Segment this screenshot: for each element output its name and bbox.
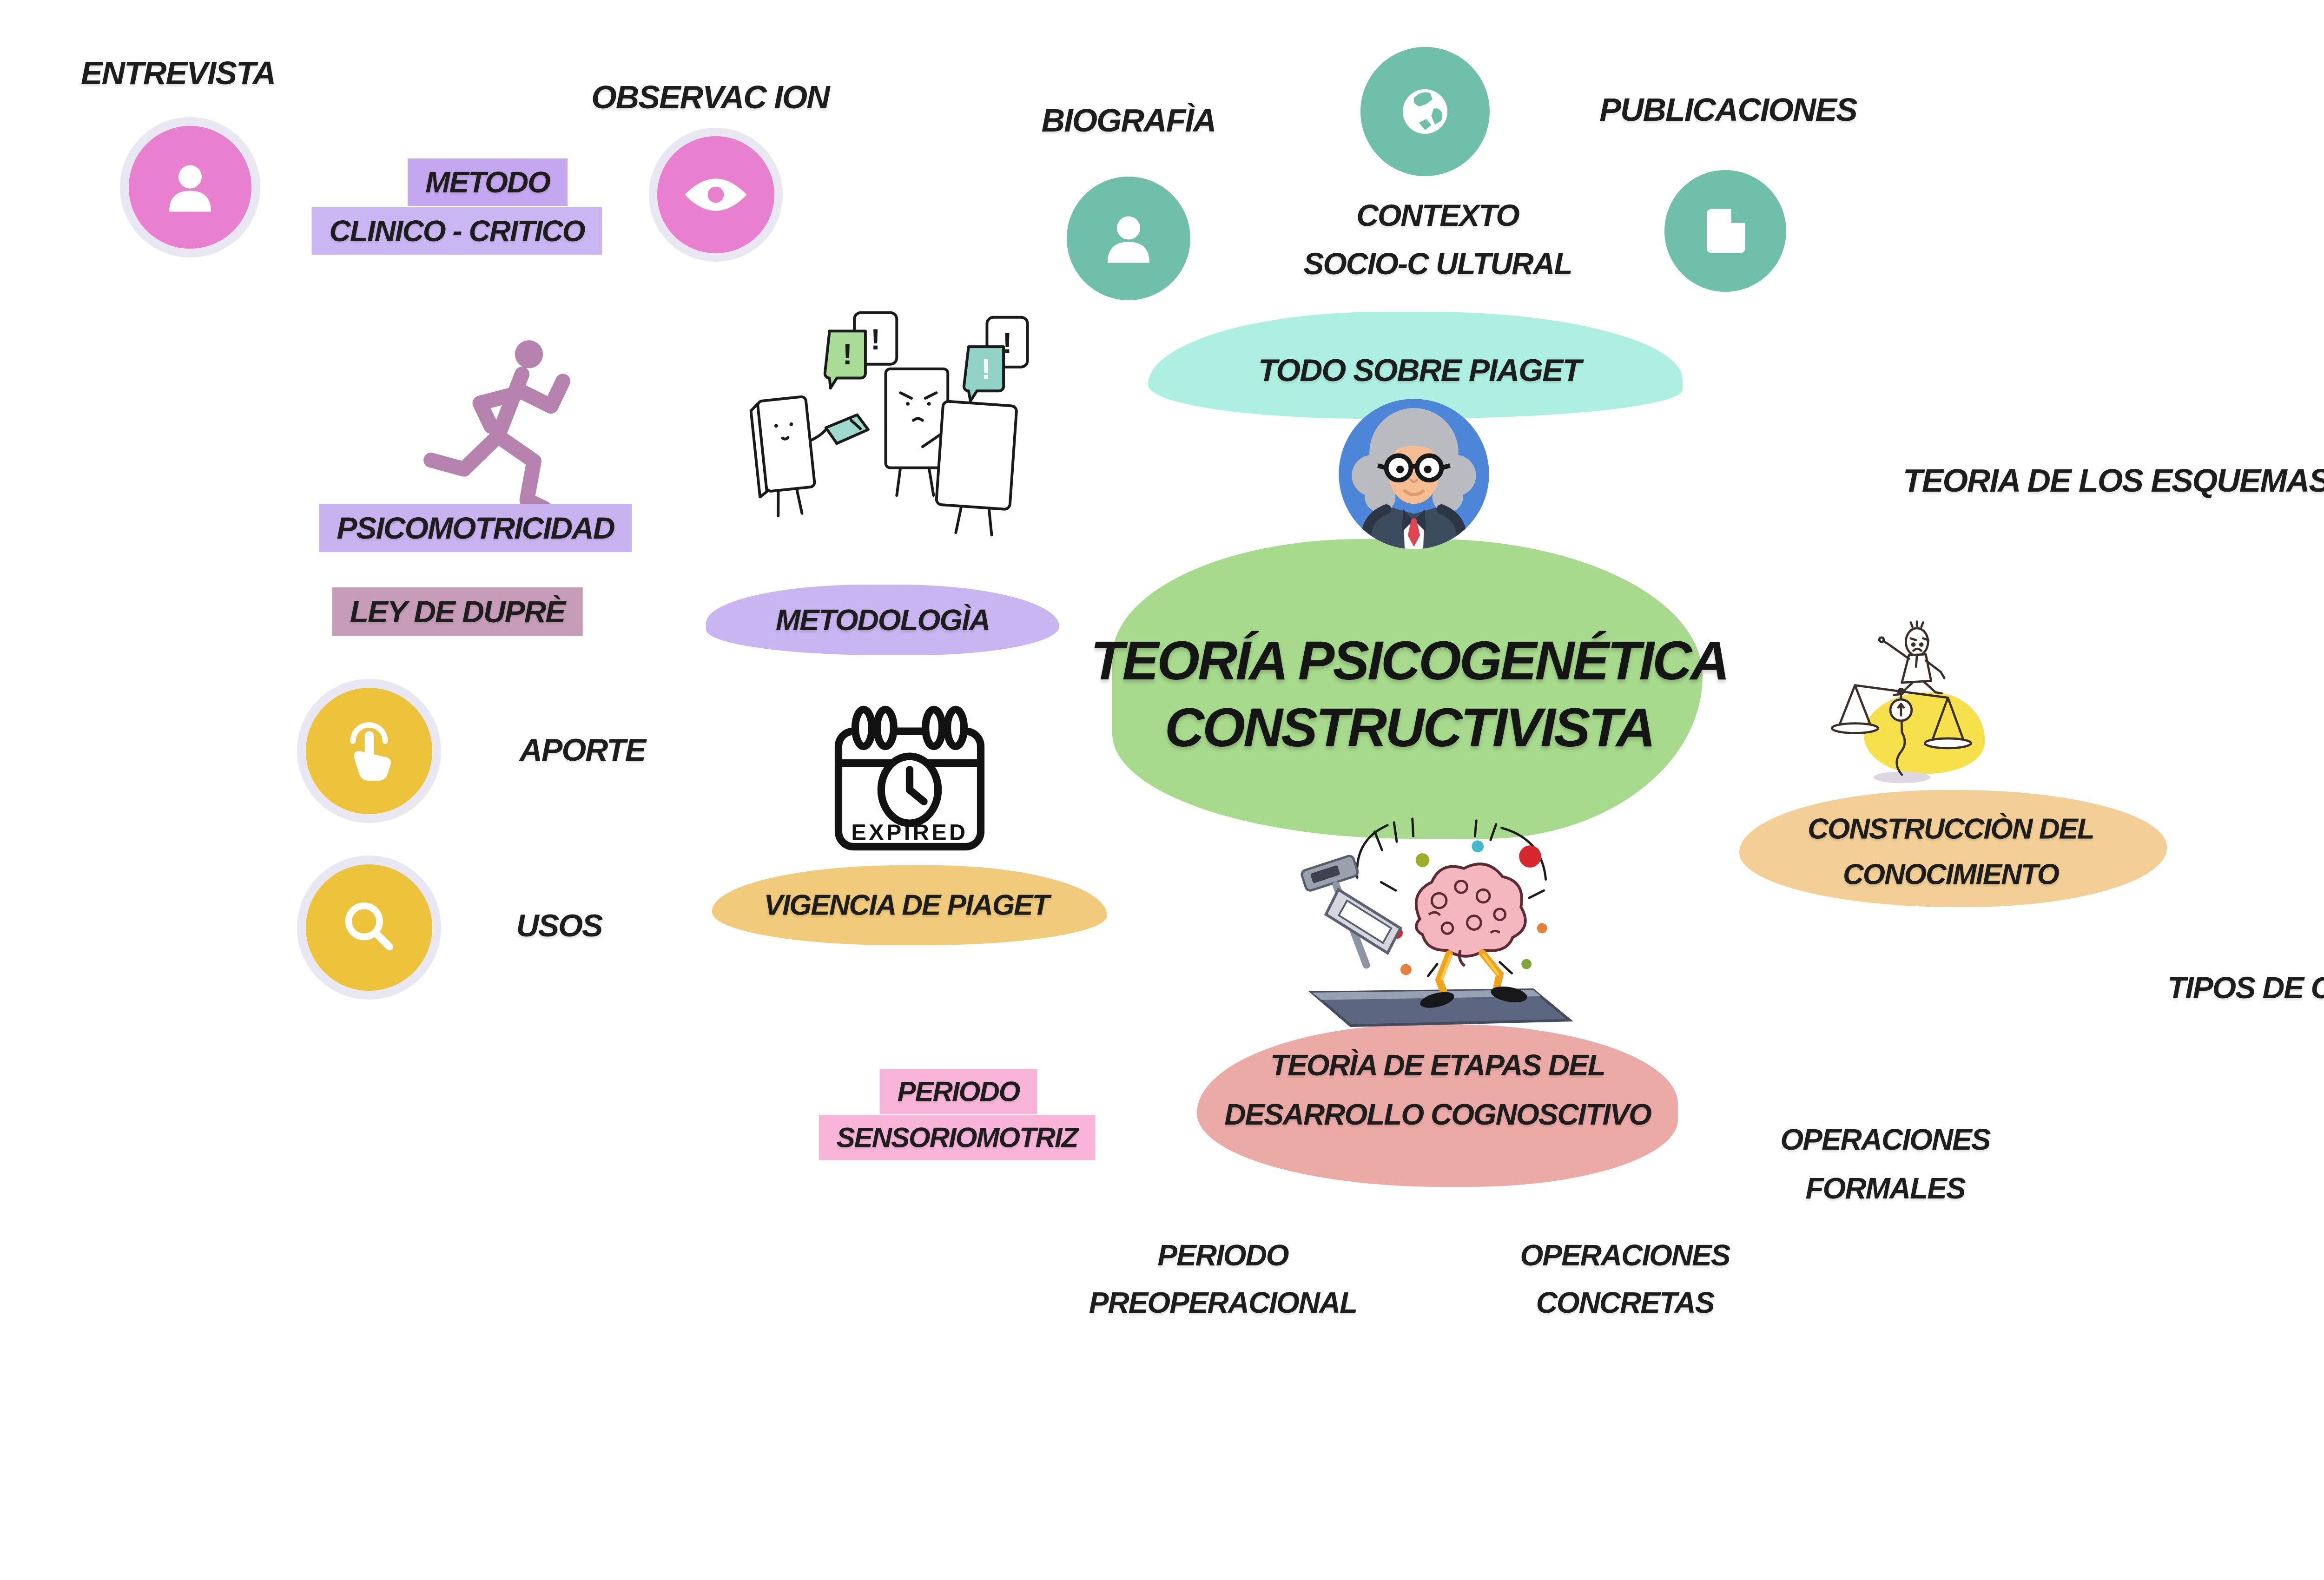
biografia-node	[1067, 177, 1190, 300]
search-icon	[345, 902, 393, 951]
label-construccion-line2: CONOCIMIENTO	[1843, 858, 2060, 891]
expired-label: EXPIRED	[851, 820, 968, 845]
eye-icon	[685, 178, 747, 211]
file-icon	[1707, 209, 1745, 253]
label-concretas-line2: CONCRETAS	[1536, 1286, 1715, 1319]
piaget-avatar	[1339, 399, 1489, 549]
label-construccion-line1: CONSTRUCCIÒN DEL	[1808, 813, 2095, 845]
label-sensoriomotriz-line2: SENSORIOMOTRIZ	[819, 1115, 1096, 1160]
books-discussion-illustration: ! ! ! !	[749, 311, 1029, 537]
label-etapas-line1: TEORÌA DE ETAPAS DEL	[1270, 1048, 1606, 1082]
usos-node	[297, 856, 441, 1000]
central-title-line2: CONSTRUCTIVISTA	[1164, 697, 1656, 758]
publicaciones-node	[1664, 170, 1786, 292]
central-title-line1: TEORÍA PSICOGENÉTICA	[1090, 630, 1730, 691]
central-green-blob	[1112, 539, 1703, 839]
banner-label: TODO SOBRE PIAGET	[1258, 353, 1582, 388]
label-biografia: BIOGRAFÌA	[1041, 102, 1217, 138]
person-icon	[169, 165, 211, 212]
label-metodologia: METODOLOGÌA	[775, 603, 990, 637]
tap-icon	[350, 722, 391, 781]
observacion-node	[649, 128, 783, 262]
label-etapas-line2: DESARROLLO COGNOSCITIVO	[1224, 1098, 1652, 1131]
exclamation-icon: !	[843, 338, 852, 371]
label-concretas-line1: OPERACIONES	[1520, 1238, 1731, 1272]
vigencia-blob	[712, 865, 1107, 945]
label-publicaciones: PUBLICACIONES	[1599, 92, 1857, 128]
exclamation-icon: !	[981, 353, 991, 385]
label-contexto-line1: CONTEXTO	[1356, 198, 1519, 232]
runner-icon	[423, 340, 571, 516]
label-teoria-esquemas: TEORIA DE LOS ESQUEMAS	[1903, 462, 2324, 499]
label-sensoriomotriz-line1: PERIODO	[879, 1069, 1037, 1114]
etapas-blob	[1197, 1024, 1678, 1187]
balance-scale-illustration	[1830, 620, 1972, 783]
label-formales-line2: FORMALES	[1805, 1172, 1966, 1205]
label-metodo-line1: METODO	[408, 158, 568, 206]
label-usos: USOS	[516, 908, 603, 943]
label-ley-de-dupre: LEY DE DUPRÈ	[332, 587, 583, 636]
exclamation-icon: !	[871, 323, 880, 356]
label-observacion: OBSERVAC ION	[591, 79, 830, 115]
globe-icon	[1403, 89, 1447, 134]
calendar-expired-icon: EXPIRED	[834, 705, 985, 851]
label-contexto-line2: SOCIO-C ULTURAL	[1303, 246, 1572, 281]
aporte-node	[297, 679, 441, 823]
label-entrevista: ENTREVISTA	[80, 55, 276, 91]
label-preoperacional-line1: PERIODO	[1157, 1238, 1289, 1272]
brain-treadmill-illustration	[1301, 817, 1574, 1027]
person-icon	[1108, 216, 1149, 263]
label-tipos-conocimiento: TIPOS DE CONOCIMIENTO	[2167, 970, 2324, 1005]
contexto-node	[1360, 47, 1490, 176]
label-preoperacional-line2: PREOPERACIONAL	[1089, 1286, 1358, 1319]
metodologia-blob	[706, 585, 1059, 655]
label-psicomotricidad: PSICOMOTRICIDAD	[319, 504, 632, 552]
label-vigencia: VIGENCIA DE PIAGET	[764, 889, 1050, 922]
scale-accent-blob	[1864, 692, 1985, 774]
label-aporte: APORTE	[519, 732, 646, 768]
label-metodo-line2: CLINICO - CRITICO	[311, 207, 602, 255]
entrevista-node	[120, 117, 260, 257]
exclamation-icon: !	[1002, 327, 1012, 360]
label-formales-line1: OPERACIONES	[1780, 1123, 1991, 1156]
construccion-blob	[1739, 790, 2167, 907]
